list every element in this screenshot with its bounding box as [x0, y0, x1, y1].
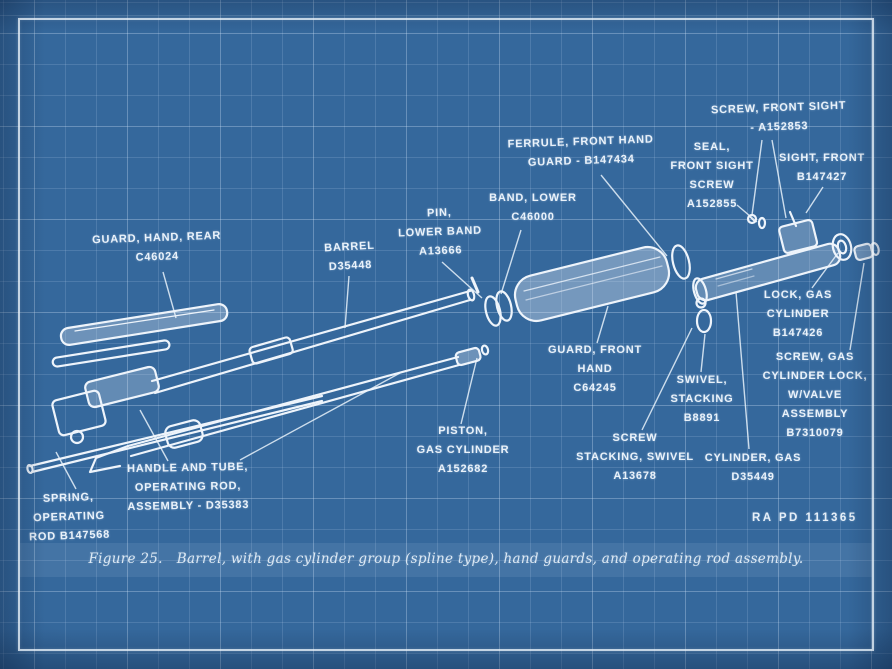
gas-cylinder-lock-screw-drawing [853, 242, 880, 261]
label-cylinder-gas: CYLINDER, GAS D35449 [704, 452, 802, 483]
label-pin-lower-band: PIN, LOWER BAND A13666 [397, 206, 483, 258]
label-barrel: BARREL D35448 [323, 239, 376, 274]
figure-number: Figure 25. [88, 551, 163, 567]
ferrule-drawing [671, 244, 691, 280]
label-piston-gas-cylinder: PISTON, GAS CYLINDER A152682 [416, 425, 510, 475]
label-seal-front-sight-screw: SEAL, FRONT SIGHT SCREW A152855 [670, 141, 754, 210]
figure-caption: Figure 25. Barrel, with gas cylinder grou… [20, 551, 872, 567]
rear-hand-guard-drawing [51, 303, 229, 368]
label-band-lower: BAND, LOWER C46000 [489, 192, 577, 223]
label-swivel-stacking: SWIVEL, STACKING B8891 [670, 374, 734, 424]
lower-band-drawing [484, 290, 513, 327]
label-guard-hand-rear: GUARD, HAND, REAR C46024 [91, 229, 222, 264]
front-sight-drawing [778, 210, 819, 254]
label-handle-and-tube: HANDLE AND TUBE, OPERATING ROD, ASSEMBLY… [126, 460, 250, 514]
figure-caption-text: Barrel, with gas cylinder group (spline … [176, 551, 804, 567]
label-screw-front-sight: SCREW, FRONT SIGHT - A152853 [710, 99, 847, 135]
label-lock-gas-cylinder: LOCK, GAS CYLINDER B147426 [763, 289, 833, 339]
label-screw-gas-cylinder-lock: SCREW, GAS CYLINDER LOCK, W/VALVE ASSEMB… [762, 351, 868, 439]
plate-number: RA PD 111365 [752, 512, 858, 524]
label-guard-front-hand: GUARD, FRONT HAND C64245 [548, 344, 642, 394]
label-screw-stacking-swivel: SCREW STACKING, SWIVEL A13678 [576, 432, 694, 482]
front-sight-screw-seal-drawing [757, 216, 767, 230]
label-ferrule-front-hand-guard: FERRULE, FRONT HAND GUARD - B147434 [507, 133, 654, 169]
label-sight-front: SIGHT, FRONT B147427 [779, 152, 865, 183]
